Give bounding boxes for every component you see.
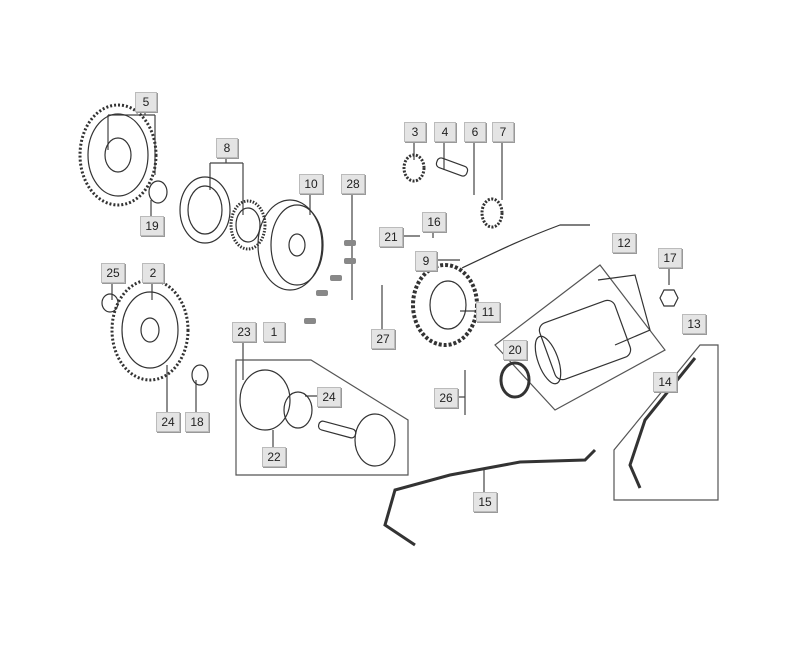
callout-5: 5 bbox=[135, 92, 157, 112]
flywheel-10 bbox=[257, 199, 324, 291]
nut-17 bbox=[659, 289, 679, 307]
callout-14: 14 bbox=[653, 372, 677, 392]
starter-driven-gear-5 bbox=[78, 103, 158, 207]
callout-1: 1 bbox=[263, 322, 285, 342]
callout-13: 13 bbox=[682, 314, 706, 334]
bolts-28 bbox=[304, 240, 356, 324]
washer-18 bbox=[191, 364, 209, 386]
callout-6: 6 bbox=[464, 122, 486, 142]
callout-3: 3 bbox=[404, 122, 426, 142]
callout-8: 8 bbox=[216, 138, 238, 158]
callout-2: 2 bbox=[142, 263, 164, 283]
leader-lines bbox=[107, 110, 670, 492]
stator-11 bbox=[411, 263, 479, 347]
callout-22: 22 bbox=[262, 447, 286, 467]
callout-26: 26 bbox=[434, 388, 458, 408]
callout-19: 19 bbox=[140, 216, 164, 236]
callout-10: 10 bbox=[299, 174, 323, 194]
one-way-clutch-8 bbox=[179, 176, 267, 251]
callout-9: 9 bbox=[415, 251, 437, 271]
callout-21: 21 bbox=[379, 227, 403, 247]
cable-15 bbox=[383, 448, 597, 547]
callout-17: 17 bbox=[658, 248, 682, 268]
o-ring-20 bbox=[499, 361, 531, 399]
callout-23: 23 bbox=[232, 322, 256, 342]
stator-wire-9 bbox=[461, 224, 590, 269]
shaft-4 bbox=[435, 157, 469, 177]
callout-28: 28 bbox=[341, 174, 365, 194]
callout-20: 20 bbox=[503, 340, 527, 360]
callout-12: 12 bbox=[612, 233, 636, 253]
callout-4: 4 bbox=[434, 122, 456, 142]
starter-motor-12 bbox=[534, 274, 651, 385]
group-outline-1 bbox=[235, 359, 409, 476]
callout-24: 24 bbox=[317, 387, 341, 407]
callout-11: 11 bbox=[476, 302, 500, 322]
gear-7 bbox=[480, 197, 504, 229]
callout-24-left: 24 bbox=[156, 412, 180, 432]
circlip-25 bbox=[101, 293, 119, 313]
group-outline-12 bbox=[494, 264, 666, 411]
callout-7: 7 bbox=[492, 122, 514, 142]
callout-25: 25 bbox=[101, 263, 125, 283]
bushing-19 bbox=[148, 180, 168, 204]
callout-16: 16 bbox=[422, 212, 446, 232]
callout-15: 15 bbox=[473, 492, 497, 512]
callout-18: 18 bbox=[185, 412, 209, 432]
callout-27: 27 bbox=[371, 329, 395, 349]
idle-gear-3 bbox=[402, 153, 426, 183]
cover-assembly-1 bbox=[239, 369, 396, 467]
starter-gear-2 bbox=[110, 278, 190, 382]
group-outline-13 bbox=[613, 344, 719, 501]
